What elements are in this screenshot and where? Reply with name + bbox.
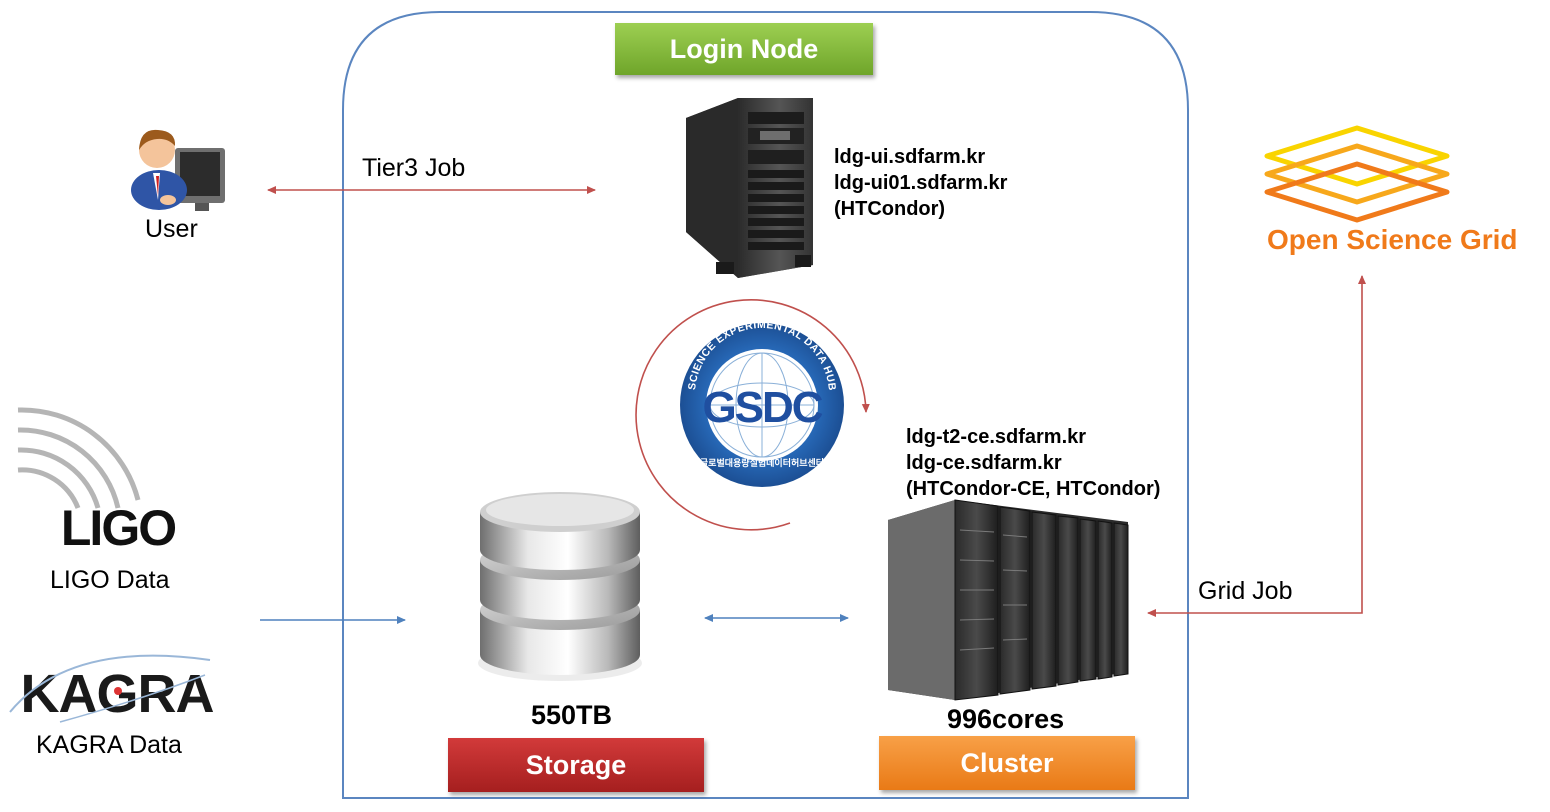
tier3-job-label: Tier3 Job <box>362 154 466 182</box>
storage-banner: Storage <box>448 738 704 792</box>
login-server-icon <box>686 98 813 278</box>
osg-logo <box>1264 125 1450 223</box>
cluster-label: Cluster <box>960 747 1054 778</box>
cluster-capacity: 996cores <box>947 704 1065 734</box>
gsdc-circular-arrow <box>635 299 870 531</box>
gsdc-logo-text: GSDC <box>702 383 822 432</box>
ligo-logo-text: LIGO <box>61 500 175 556</box>
kagra-logo: KAGRA <box>9 654 215 724</box>
login-node-banner: Login Node <box>615 23 873 75</box>
storage-database-icon <box>478 492 642 681</box>
login-node-label: Login Node <box>669 33 819 64</box>
user-icon <box>131 129 225 211</box>
ligo-data-label: LIGO Data <box>50 566 170 594</box>
cluster-hosts: ldg-t2-ce.sdfarm.kr ldg-ce.sdfarm.kr (HT… <box>906 426 1161 500</box>
osg-label: Open Science Grid <box>1267 224 1518 255</box>
ligo-logo: LIGO <box>17 407 177 556</box>
user-label: User <box>145 215 198 243</box>
login-node-hosts: ldg-ui.sdfarm.kr ldg-ui01.sdfarm.kr (HTC… <box>834 146 1008 220</box>
grid-job-arrow <box>1147 275 1366 617</box>
storage-label: Storage <box>525 749 627 780</box>
gsdc-ring-text-korean: 글로벌대용량실험데이터허브센터 <box>700 457 824 469</box>
grid-job-label: Grid Job <box>1198 577 1293 605</box>
cluster-racks-icon <box>888 499 1129 701</box>
storage-capacity: 550TB <box>531 700 613 730</box>
cluster-banner: Cluster <box>879 736 1135 790</box>
kagra-data-label: KAGRA Data <box>36 731 182 759</box>
site-boundary <box>342 11 1189 799</box>
